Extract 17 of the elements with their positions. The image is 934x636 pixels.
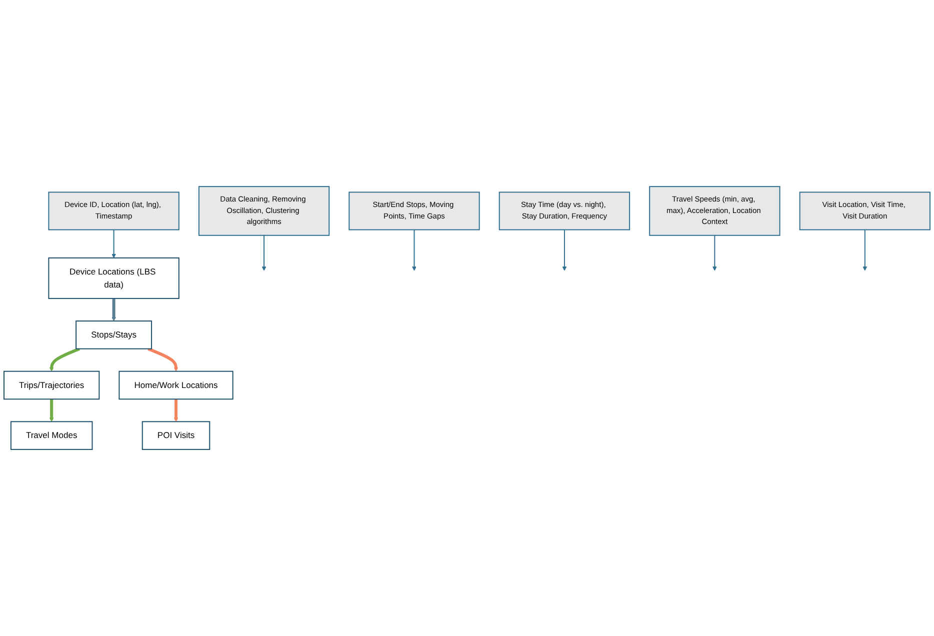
arrow xyxy=(49,399,54,422)
node-box: Trips/Trajectories xyxy=(4,370,100,400)
arrow xyxy=(712,234,717,271)
arrow xyxy=(112,229,116,258)
arrow xyxy=(862,229,868,271)
node-box: Home/Work Locations xyxy=(118,370,234,400)
arrow xyxy=(262,234,266,271)
node-box: Travel Modes xyxy=(10,421,93,450)
node-box: Device Locations (LBS data) xyxy=(48,257,180,299)
node-box: POI Visits xyxy=(142,421,210,450)
node-box: Stops/Stays xyxy=(76,320,152,350)
arrow xyxy=(562,229,567,271)
arrow xyxy=(412,229,416,271)
arrow xyxy=(112,298,116,322)
arrow xyxy=(49,347,80,372)
arrow xyxy=(148,347,178,372)
arrow xyxy=(174,399,178,422)
